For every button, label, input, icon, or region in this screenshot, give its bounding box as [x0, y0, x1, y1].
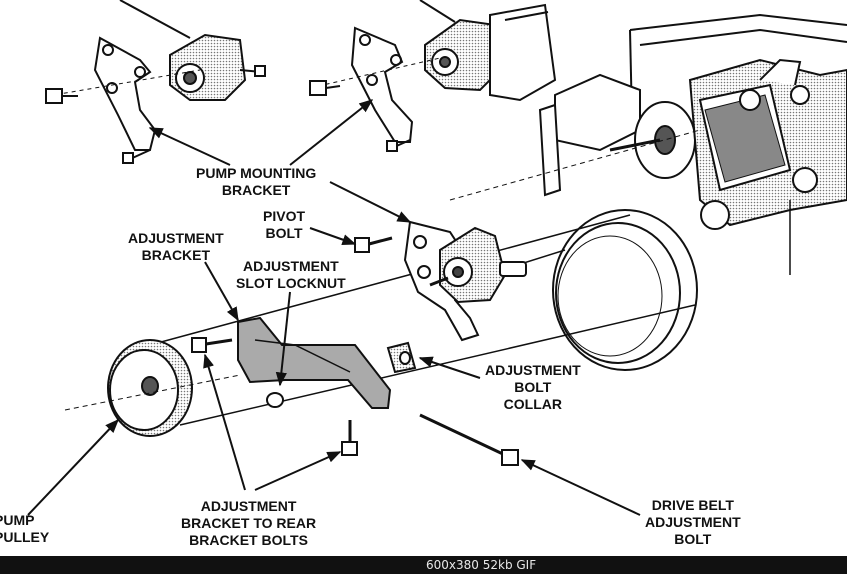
engine-block — [449, 13, 847, 230]
label-adjustment-bracket-to-rear-bracket-bolts: ADJUSTMENT BRACKET TO REAR BRACKET BOLTS — [181, 498, 317, 548]
label-drive-belt-adjustment-bolt: DRIVE BELT ADJUSTMENT BOLT — [645, 497, 741, 547]
pivot-bolt — [354, 236, 393, 253]
bracket-bolts — [191, 337, 519, 466]
pump-pulley — [64, 339, 241, 437]
adjustment-bolt-collar — [386, 341, 417, 374]
top-left-bracket-assembly — [45, 0, 266, 164]
adjustment-bracket — [237, 316, 392, 409]
label-pivot-bolt: PIVOT BOLT — [263, 208, 306, 241]
image-info-bar: 600x380 52kb GIF — [0, 556, 847, 574]
label-adjustment-bolt-collar: ADJUSTMENT BOLT COLLAR — [485, 362, 581, 412]
exploded-diagram — [27, 0, 847, 516]
label-adjustment-bracket: ADJUSTMENT BRACKET — [128, 230, 224, 263]
label-adjustment-slot-locknut: ADJUSTMENT SLOT LOCKNUT — [236, 258, 346, 291]
leader-lines — [27, 99, 641, 516]
top-middle-bracket-assembly — [309, 0, 557, 152]
image-info-text: 600x380 52kb GIF — [426, 558, 537, 572]
label-pump-mounting-bracket: PUMP MOUNTING BRACKET — [196, 165, 317, 198]
power-steering-pump — [403, 220, 527, 342]
